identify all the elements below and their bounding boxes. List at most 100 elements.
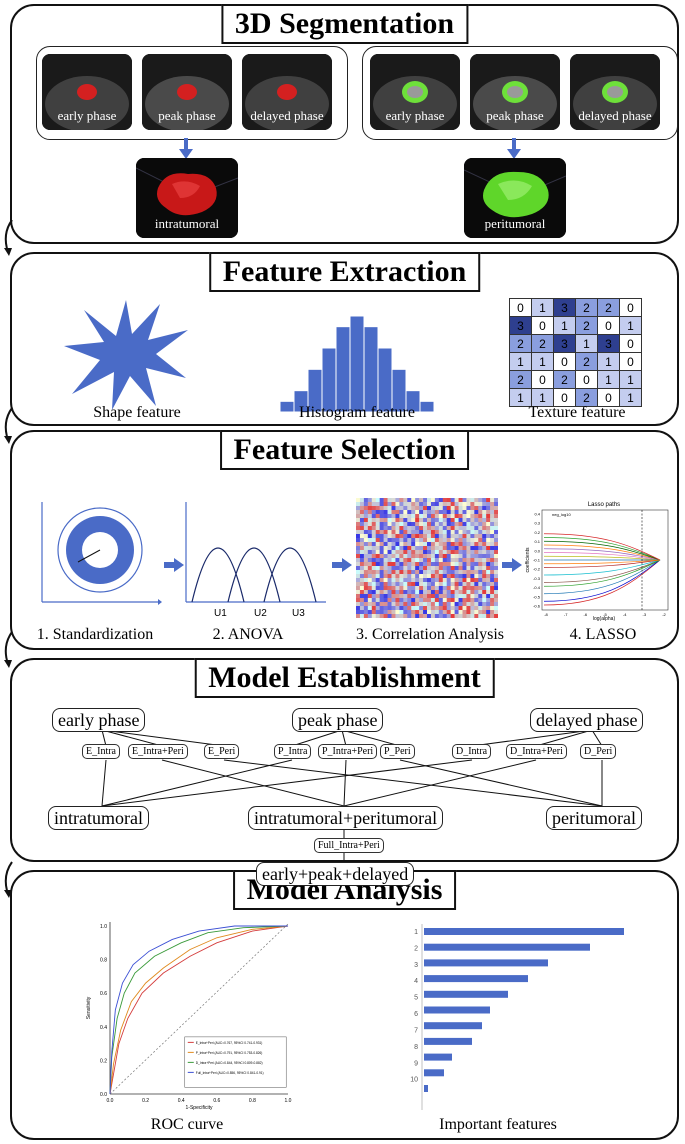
heatmap-cell	[415, 546, 420, 551]
heatmap-cell	[395, 498, 400, 503]
heatmap-cell	[411, 534, 416, 539]
heatmap-cell	[363, 502, 369, 507]
heatmap-cell	[367, 570, 373, 575]
heatmap-cell	[403, 586, 408, 591]
heatmap-cell	[363, 602, 369, 607]
heatmap-cell	[387, 590, 392, 595]
heatmap-cell	[411, 502, 416, 507]
heatmap-cell	[438, 538, 444, 543]
heatmap-cell	[419, 562, 424, 567]
heatmap-cell	[399, 602, 404, 607]
heatmap-cell	[371, 522, 377, 527]
mri-slice-image	[242, 54, 332, 130]
heatmap-cell	[363, 578, 369, 583]
heatmap-cell	[399, 606, 404, 611]
heatmap-cell	[486, 550, 491, 555]
heatmap-cell	[454, 594, 459, 599]
heatmap-cell	[383, 594, 388, 599]
heatmap-cell	[395, 530, 400, 535]
heatmap-cell	[395, 586, 400, 591]
heatmap-cell	[446, 582, 451, 587]
heatmap-cell	[356, 534, 361, 539]
lasso-path-line	[543, 559, 661, 576]
lasso-ytick: 0.2	[534, 530, 540, 535]
roc-diagonal	[109, 923, 289, 1095]
heatmap-cell	[419, 530, 424, 535]
heatmap-cell	[474, 554, 479, 559]
heatmap-cell	[411, 570, 416, 575]
heatmap-cell	[383, 558, 388, 563]
heatmap-cell	[482, 574, 487, 579]
heatmap-cell	[490, 590, 495, 595]
heatmap-cell	[482, 538, 487, 543]
heatmap-cell	[387, 498, 392, 503]
heatmap-cell	[371, 614, 377, 618]
heatmap-cell	[438, 614, 444, 618]
heatmap-cell	[407, 506, 412, 511]
heatmap-cell	[442, 554, 448, 559]
heatmap-cell	[490, 558, 495, 563]
heatmap-cell	[430, 606, 436, 611]
heatmap-cell	[478, 506, 483, 511]
roc-legend-entry: Full_Intra+Peri (AUC=0.856, 95%CI 0.841-…	[196, 1071, 264, 1075]
heatmap-cell	[458, 606, 463, 611]
heatmap-cell	[450, 606, 455, 611]
heatmap-cell	[395, 514, 400, 519]
heatmap-cell	[367, 518, 373, 523]
heatmap-cell	[387, 570, 392, 575]
heatmap-cell	[419, 570, 424, 575]
heatmap-cell	[458, 574, 463, 579]
heatmap-cell	[411, 610, 416, 615]
heatmap-cell	[411, 558, 416, 563]
heatmap-cell	[415, 574, 420, 579]
heatmap-cell	[494, 582, 498, 587]
heatmap-cell	[375, 586, 380, 591]
heatmap-cell	[427, 538, 432, 543]
heatmap-cell	[442, 574, 448, 579]
heatmap-cell	[470, 538, 475, 543]
heatmap-cell	[486, 578, 491, 583]
heatmap-cell	[387, 602, 392, 607]
heatmap-cell	[423, 554, 428, 559]
heatmap-cell	[391, 562, 396, 567]
heatmap-cell	[395, 578, 400, 583]
heatmap-cell	[407, 598, 412, 603]
heatmap-cell	[454, 566, 459, 571]
heatmap-cell	[430, 578, 436, 583]
lasso-path-line	[543, 559, 661, 583]
heatmap-cell	[462, 562, 467, 567]
heatmap-cell	[434, 506, 440, 511]
model-establishment-title: Model Establishment	[194, 658, 495, 698]
heatmap-cell	[494, 526, 498, 531]
heatmap-cell	[399, 546, 404, 551]
render-3d-intratumoral: intratumoral	[136, 158, 238, 238]
heatmap-cell	[391, 594, 396, 599]
heatmap-cell	[427, 590, 432, 595]
heatmap-cell	[359, 534, 365, 539]
right-arrow-icon	[332, 558, 352, 572]
heatmap-cell	[379, 498, 384, 503]
importance-label: 2	[414, 945, 418, 952]
heatmap-cell	[454, 602, 459, 607]
heatmap-cell	[383, 510, 388, 515]
heatmap-cell	[419, 586, 424, 591]
heatmap-cell	[395, 526, 400, 531]
heatmap-cell	[466, 602, 471, 607]
heatmap-cell	[450, 546, 455, 551]
heatmap-cell	[454, 554, 459, 559]
heatmap-cell	[430, 574, 436, 579]
heatmap-cell	[474, 566, 479, 571]
heatmap-cell	[446, 574, 451, 579]
heatmap-cell	[375, 526, 380, 531]
heatmap-cell	[379, 598, 384, 603]
heatmap-cell	[375, 570, 380, 575]
heatmap-cell	[474, 598, 479, 603]
heatmap-cell	[411, 562, 416, 567]
heatmap-cell	[478, 598, 483, 603]
heatmap-cell	[387, 502, 392, 507]
anova-label-u3: U3	[292, 608, 305, 618]
segmentation-title: 3D Segmentation	[220, 4, 469, 44]
heatmap-cell	[470, 610, 475, 615]
heatmap-cell	[391, 534, 396, 539]
texture-cell: 2	[509, 334, 532, 353]
